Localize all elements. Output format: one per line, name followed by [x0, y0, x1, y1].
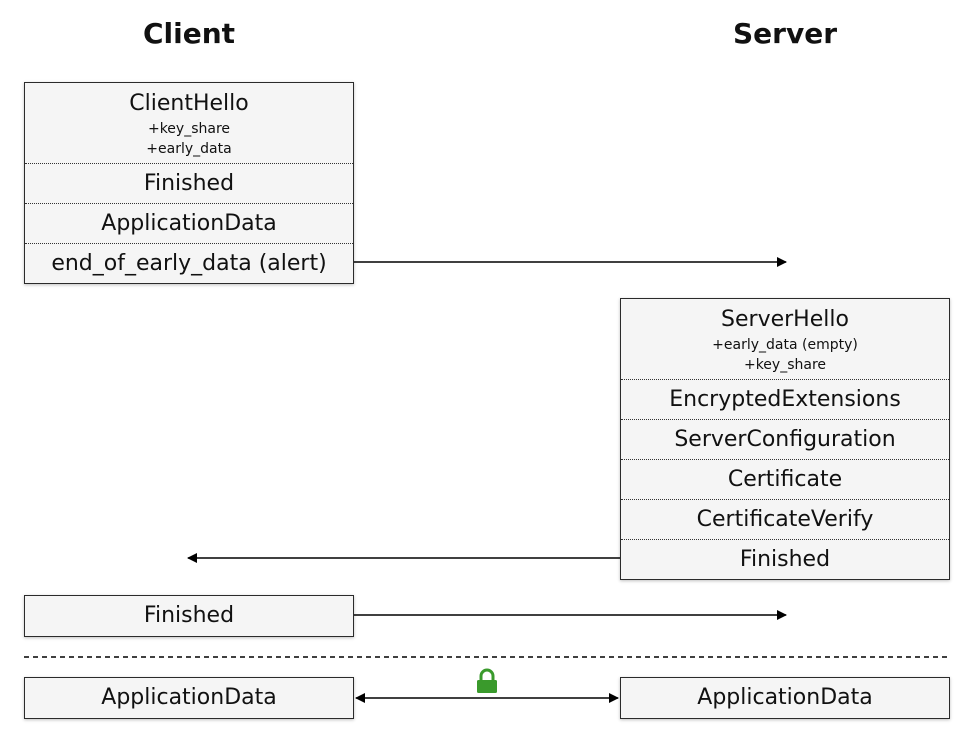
server-hello-label: ServerHello [721, 307, 849, 332]
server-application-data-label: ApplicationData [697, 685, 873, 710]
client-hello-label: ClientHello [129, 91, 249, 116]
client-second-flight: Finished [24, 595, 354, 637]
client-end-of-early-data-message: end_of_early_data (alert) [25, 243, 353, 283]
encrypted-extensions-message: EncryptedExtensions [621, 379, 949, 419]
certificate-verify-message: CertificateVerify [621, 499, 949, 539]
server-finished-message: Finished [621, 539, 949, 579]
client-column-header: Client [142, 17, 236, 50]
certificate-message: Certificate [621, 459, 949, 499]
server-configuration-message: ServerConfiguration [621, 419, 949, 459]
server-column-header: Server [732, 17, 837, 50]
client-early-application-data-message: ApplicationData [25, 203, 353, 243]
client-hello-ext-early-data: +early_data [146, 141, 232, 157]
client-hello-ext-key-share: +key_share [147, 121, 231, 137]
server-hello-ext-early-data: +early_data (empty) [712, 337, 858, 353]
client-first-flight: ClientHello +key_share +early_data Finis… [24, 82, 354, 284]
server-hello-message: ServerHello +early_data (empty) +key_sha… [621, 299, 949, 379]
client-application-data-label: ApplicationData [101, 685, 277, 710]
server-application-data-box: ApplicationData [620, 677, 950, 719]
client-application-data-box: ApplicationData [24, 677, 354, 719]
client-hello-message: ClientHello +key_share +early_data [25, 83, 353, 163]
client-finished-early-message: Finished [25, 163, 353, 203]
lock-icon [477, 668, 497, 693]
client-finished-message: Finished [143, 603, 235, 628]
server-first-flight: ServerHello +early_data (empty) +key_sha… [620, 298, 950, 580]
server-hello-ext-key-share: +key_share [743, 357, 827, 373]
